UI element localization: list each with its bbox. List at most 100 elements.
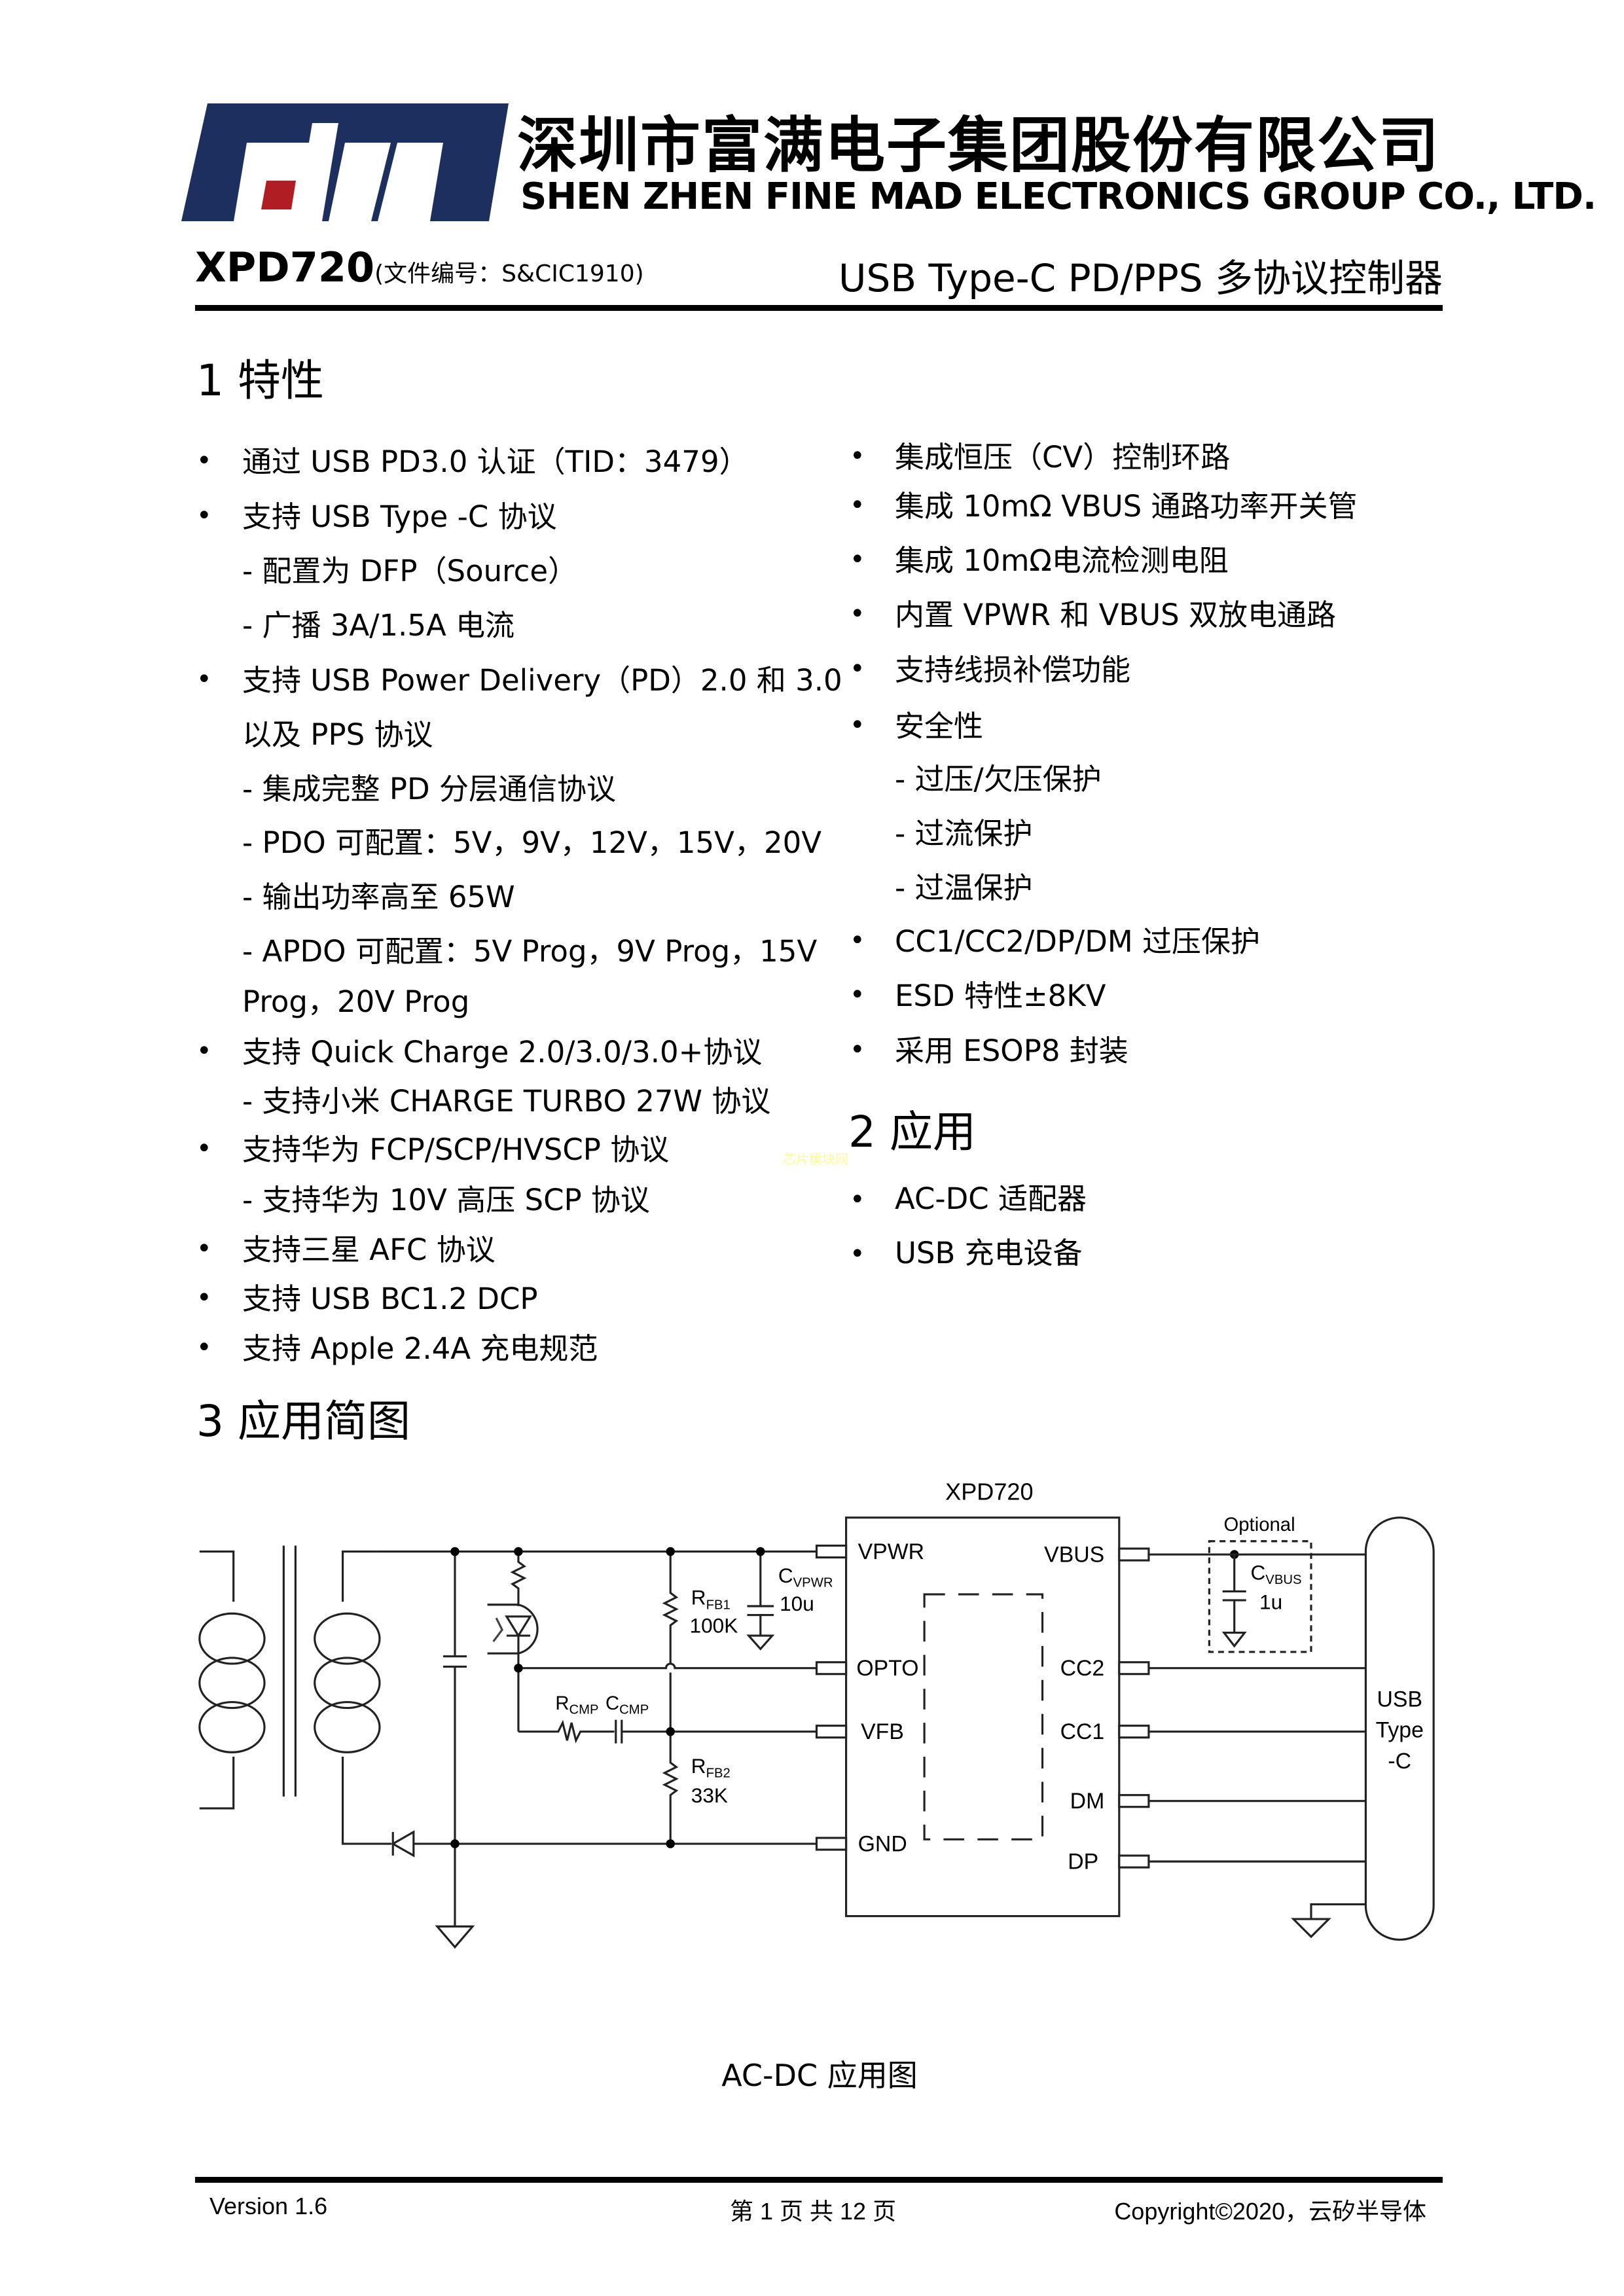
cvbus-value: 1u [1259,1590,1282,1614]
bullet-icon: • [196,664,212,694]
junction-dots [450,1547,1239,1848]
application-circuit-diagram: XPD720 VPWR OPTO VFB GND VBUS CC2 CC1 DM… [198,1479,1435,1949]
bullet-icon: • [196,446,212,476]
feature-item: 支持 Quick Charge 2.0/3.0/3.0+协议 [242,1035,763,1069]
rfb1-value: 100K [690,1614,738,1638]
feature-item: - 支持华为 10V 高压 SCP 协议 [242,1183,650,1217]
bullet-icon: • [850,710,865,740]
pin-label: VBUS [1044,1542,1104,1567]
doc-model: XPD720(文件编号：S&CIC1910) [195,243,644,291]
feature-item: 支持线损补偿功能 [895,653,1131,687]
pin-label: VPWR [858,1539,924,1564]
section-diagram-title: 3 应用简图 [196,1396,410,1446]
feature-item: 支持三星 AFC 协议 [242,1232,496,1267]
bullet-icon: • [850,980,865,1010]
feature-item: ESD 特性±8KV [895,978,1106,1013]
bullet-icon: • [196,1234,212,1264]
feature-item: 采用 ESOP8 封装 [895,1033,1128,1068]
pin-label: GND [858,1831,907,1856]
bullet-icon: • [850,1239,865,1269]
model-number: XPD720 [195,243,375,291]
pin-label: VFB [861,1719,904,1744]
feature-item: 支持 Apple 2.4A 充电规范 [242,1331,598,1366]
feature-item: 集成恒压（CV）控制环路 [895,440,1231,475]
doc-number: (文件编号：S&CIC1910) [374,260,644,287]
bullet-icon: • [196,501,212,531]
feature-item: 集成 10mΩ电流检测电阻 [895,543,1229,578]
header-rule [195,305,1443,311]
ground-icon [746,1634,775,1651]
cvpwr-label: CVPWR [778,1564,833,1590]
bullet-icon: • [850,925,865,956]
transformer [198,1545,391,1845]
bullet-icon: • [850,1185,865,1215]
company-logo [181,103,509,221]
pin-label: DP [1068,1849,1098,1874]
feature-item: - PDO 可配置：5V，9V，12V，15V，20V [242,825,822,860]
section-features-title: 1 特性 [196,355,324,406]
pin-label: DM [1070,1789,1105,1814]
connector-label: USB [1377,1687,1423,1712]
feature-item: CC1/CC2/DP/DM 过压保护 [895,924,1260,959]
optocoupler-icon [487,1604,539,1655]
pin-label: CC1 [1060,1719,1105,1744]
feature-item: 支持 USB Type -C 协议 [242,499,557,534]
feature-item: 安全性 [895,709,984,744]
bullet-icon: • [850,441,865,471]
rfb1-label: RFB1 [691,1586,731,1613]
usb-type-c-connector [1364,1516,1435,1941]
diagram-caption: AC-DC 应用图 [721,2058,918,2093]
doc-subtitle: USB Type-C PD/PPS 多协议控制器 [839,256,1443,300]
bullet-icon: • [850,599,865,629]
bullet-icon: • [196,1333,212,1363]
feature-item: Prog，20V Prog [242,984,470,1019]
bullet-icon: • [196,1134,212,1164]
company-name-cn: 深圳市富满电子集团股份有限公司 [517,111,1441,181]
bullet-icon: • [850,490,865,520]
chip-xpd720 [845,1516,1121,1918]
feature-item: - 过温保护 [895,870,1033,905]
ground-icon [435,1925,475,1949]
footer-copyright: Copyright©2020，云矽半导体 [1114,2198,1426,2225]
feature-item: - 集成完整 PD 分层通信协议 [242,772,616,806]
feature-item: - 过流保护 [895,816,1033,851]
optional-label: Optional [1223,1514,1295,1535]
feature-item: 支持 USB Power Delivery（PD）2.0 和 3.0 [242,663,842,698]
bullet-icon: • [850,654,865,684]
section-applications-title: 2 应用 [848,1107,976,1157]
application-item: AC-DC 适配器 [895,1181,1087,1216]
feature-item: 支持 USB BC1.2 DCP [242,1282,538,1316]
ground-icon [1221,1632,1247,1648]
footer-page-number: 第 1 页 共 12 页 [730,2198,897,2225]
application-item: USB 充电设备 [895,1236,1083,1270]
bullet-icon: • [196,1283,212,1313]
feature-item: 支持华为 FCP/SCP/HVSCP 协议 [242,1132,670,1167]
feature-item: 通过 USB PD3.0 认证（TID：3479） [242,444,749,479]
ccmp-label: CCMP [605,1693,649,1717]
rfb2-label: RFB2 [691,1754,731,1781]
cvbus-label: CVBUS [1251,1560,1302,1587]
chip-label: XPD720 [945,1479,1033,1505]
pin-label: CC2 [1060,1656,1105,1681]
watermark: 芯片模块网 [783,1151,848,1167]
connector-label: Type [1376,1718,1424,1743]
feature-item: - APDO 可配置：5V Prog，9V Prog，15V [242,934,818,969]
bullet-icon: • [850,545,865,575]
ground-icon [1291,1918,1331,1939]
diode-icon [391,1830,415,1857]
feature-item: - 输出功率高至 65W [242,880,515,914]
connector-label: -C [1388,1749,1411,1774]
bullet-icon: • [850,1035,865,1065]
feature-item: - 支持小米 CHARGE TURBO 27W 协议 [242,1084,771,1119]
feature-item: 以及 PPS 协议 [242,717,433,752]
cvpwr-value: 10u [780,1592,814,1615]
feature-item: 集成 10mΩ VBUS 通路功率开关管 [895,489,1358,524]
rcmp-label: RCMP [555,1693,598,1717]
company-name-en: SHEN ZHEN FINE MAD ELECTRONICS GROUP CO.… [520,175,1597,218]
feature-item: - 配置为 DFP（Source） [242,554,578,588]
feature-item: 内置 VPWR 和 VBUS 双放电通路 [895,598,1337,632]
bullet-icon: • [196,1036,212,1066]
footer-rule [195,2177,1443,2183]
footer-version: Version 1.6 [209,2193,328,2219]
pin-label: OPTO [856,1656,918,1681]
